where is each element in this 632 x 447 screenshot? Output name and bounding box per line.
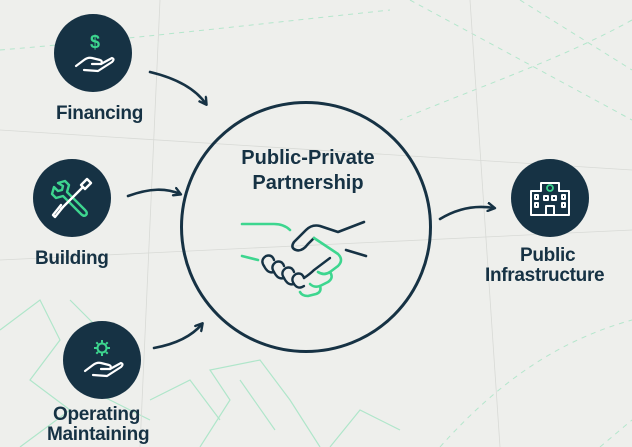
handshake-icon [240, 220, 368, 298]
operating-icon-circle [63, 321, 141, 399]
arrow-operating [152, 324, 202, 350]
building-icon-circle [33, 159, 111, 237]
wrench-screwdriver-icon [50, 177, 93, 219]
partnership-title-line2: Partnership [252, 172, 364, 194]
building-label: Building [35, 248, 109, 269]
partnership-title: Public-Private Partnership [200, 146, 416, 196]
operating-label: Operating [53, 404, 141, 425]
arrow-building [126, 190, 180, 198]
infrastructure-label-line1: Public [520, 245, 576, 266]
arrow-financing [148, 70, 206, 104]
building-icon [530, 182, 570, 216]
partnership-circle [180, 101, 432, 353]
infrastructure-icon-circle [511, 159, 589, 237]
hand-dollar-icon: $ [74, 32, 115, 73]
svg-text:$: $ [90, 32, 100, 52]
hand-gear-icon [83, 340, 124, 378]
arrow-output [438, 207, 494, 221]
maintaining-label: Maintaining [47, 424, 150, 445]
infrastructure-label-line2: Infrastructure [485, 265, 605, 286]
financing-label: Financing [56, 103, 144, 124]
financing-icon-circle: $ [54, 14, 132, 92]
partnership-title-line1: Public-Private [241, 147, 375, 169]
